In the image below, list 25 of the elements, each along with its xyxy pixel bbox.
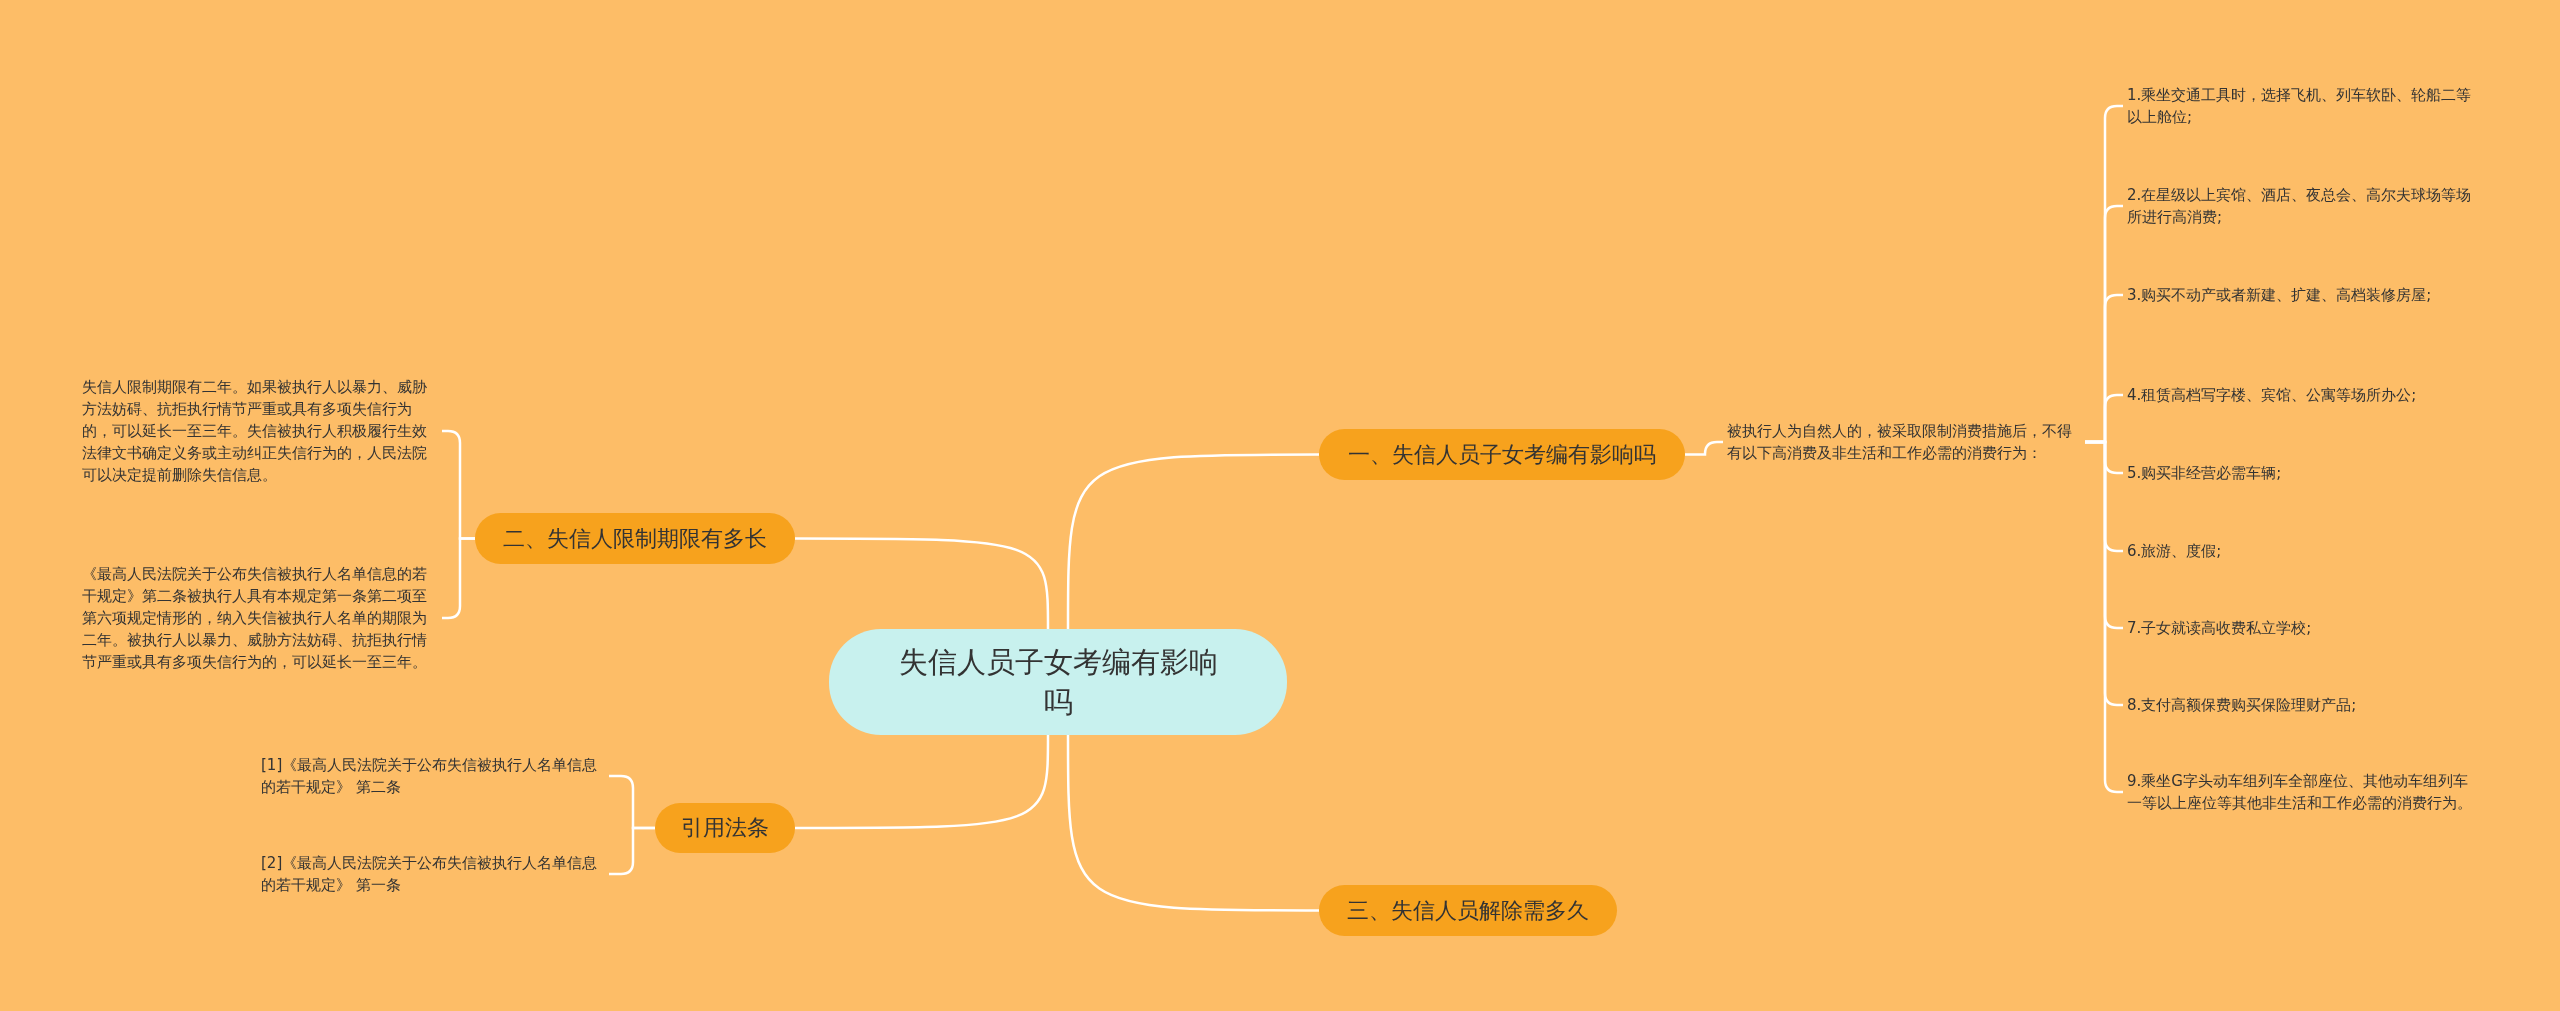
detail-text: 9.乘坐G字头动车组列车全部座位、其他动车组列车一等以上座位等其他非生活和工作必需的消费行为。 xyxy=(2123,768,2485,816)
detail-text: 2.在星级以上宾馆、酒店、夜总会、高尔夫球场等场所进行高消费; xyxy=(2123,182,2485,230)
detail-text: 8.支付高额保费购买保险理财产品; xyxy=(2123,692,2485,718)
detail-text: 《最高人民法院关于公布失信被执行人名单信息的若干规定》第二条被执行人具有本规定第一条第二项至第六项规定情形的，纳入失信被执行人名单的期限为二年。被执行人以暴力、威胁方法妨碍、抗拒执行情节严重或具有多项失信行为的，可以延长一至三年。 xyxy=(78,561,442,675)
connector-line xyxy=(795,537,1050,629)
detail-text: 7.子女就读高收费私立学校; xyxy=(2123,615,2485,641)
detail-text: 4.租赁高档写字楼、宾馆、公寓等场所办公; xyxy=(2123,382,2485,408)
topic-pill: 引用法条 xyxy=(655,803,795,853)
connector-line xyxy=(1066,453,1319,629)
detail-text: 3.购买不动产或者新建、扩建、高档装修房屋; xyxy=(2123,282,2485,308)
topic-pill: 二、失信人限制期限有多长 xyxy=(475,513,795,564)
detail-text: 5.购买非经营必需车辆; xyxy=(2123,460,2485,486)
connector-line xyxy=(1685,440,1723,456)
topic-pill: 一、失信人员子女考编有影响吗 xyxy=(1319,429,1685,480)
detail-text: [2]《最高人民法院关于公布失信被执行人名单信息的若干规定》 第一条 xyxy=(257,850,609,898)
detail-text: [1]《最高人民法院关于公布失信被执行人名单信息的若干规定》 第二条 xyxy=(257,752,609,800)
detail-text: 失信人限制期限有二年。如果被执行人以暴力、威胁方法妨碍、抗拒执行情节严重或具有多项失信行为的，可以延长一至三年。失信被执行人积极履行生效法律文书确定义务或主动纠正失信行为的，人民法院可以决定提前删除失信信息。 xyxy=(78,374,442,488)
detail-text: 被执行人为自然人的，被采取限制消费措施后，不得有以下高消费及非生活和工作必需的消费行为： xyxy=(1723,418,2085,466)
detail-text: 1.乘坐交通工具时，选择飞机、列车软卧、轮船二等以上舱位; xyxy=(2123,82,2485,130)
connector-line xyxy=(609,826,655,876)
detail-text: 6.旅游、度假; xyxy=(2123,538,2485,564)
connector-line xyxy=(1066,735,1319,912)
central-topic: 失信人员子女考编有影响吗 xyxy=(829,629,1287,735)
topic-pill: 三、失信人员解除需多久 xyxy=(1319,885,1617,936)
connector-line xyxy=(795,735,1050,830)
